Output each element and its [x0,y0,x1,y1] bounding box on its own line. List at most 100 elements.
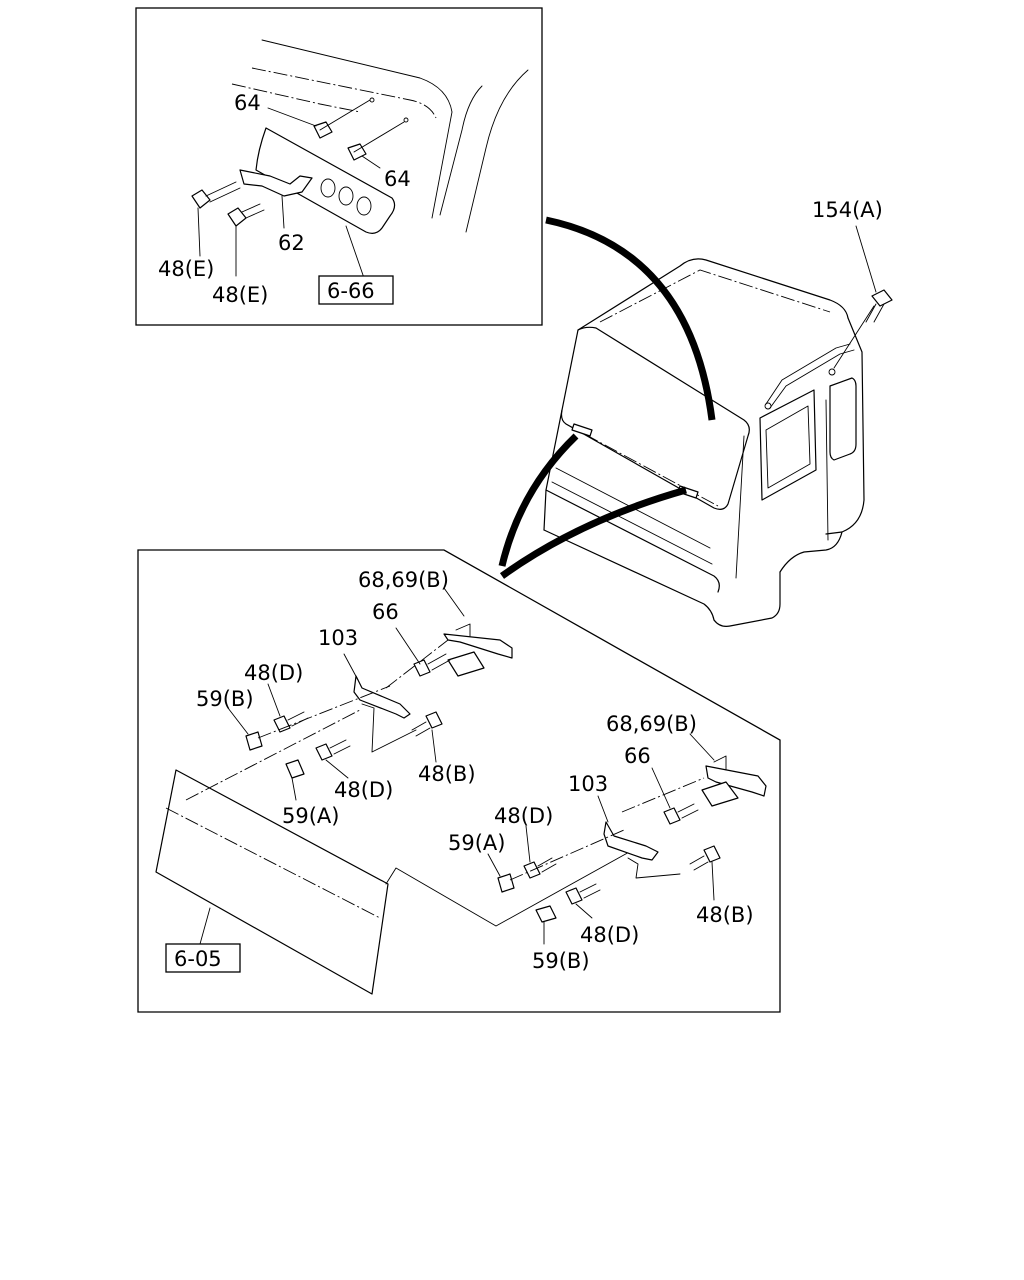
right-bracket-assembly: 68,69(B) 66 103 48(D) 59(A) 48(B) 48(D) … [448,712,767,973]
leader [487,853,501,877]
bottom-detail-frame [137,549,781,1013]
callout-103: 103 [318,626,358,650]
detail-connector-arc [545,216,716,421]
callout-66: 66 [372,600,399,624]
callout-64: 64 [384,167,411,191]
top-detail-panel: 64 64 62 48(E) 48(E) 6-66 [135,7,543,326]
ref-box-6-66 [318,275,394,305]
callout-59b: 59(B) [532,949,590,973]
cab-roof-dash [599,269,831,323]
corner-contour-outer [465,69,529,233]
door-window-inner [765,405,811,489]
front-panel [545,489,720,593]
leader [281,195,285,229]
mount-axis [621,777,705,813]
callout-48e: 48(E) [212,283,268,307]
windshield [560,326,750,510]
wheel-arch [779,531,843,573]
leader [267,107,317,127]
callout-59b: 59(B) [196,687,254,711]
lamp-lens [356,196,372,216]
callout-48e: 48(E) [158,257,214,281]
clip-axis [319,99,371,131]
bolt-axis [833,305,875,369]
leader [267,683,281,717]
hinge-plate [447,651,485,677]
leader [291,777,297,801]
leader [345,225,365,279]
grab-handle [765,343,851,405]
visor-edge-line [385,845,641,927]
callout-48d: 48(D) [494,804,553,828]
cab-marker-lamp [571,423,593,437]
hinge-68-69b [705,765,767,797]
callout-48b: 48(B) [696,903,754,927]
grab-handle [769,349,855,409]
callout-48d: 48(D) [244,661,303,685]
grille-line [551,481,713,565]
leader [597,795,609,823]
grab-handle-mount [828,368,836,376]
side-window [829,377,857,461]
bolt-48d [315,739,351,761]
sun-visor [155,769,389,995]
arm-bracket [627,857,681,879]
mount-axis [257,685,391,739]
callout-154a: 154(A) [812,198,883,222]
bolt-48b [689,845,721,871]
callout-48d: 48(D) [334,778,393,802]
bolt-66 [663,803,699,825]
cap-59a [497,873,515,893]
leader [651,767,671,809]
visor-dash [165,807,381,919]
cab-bottom [713,571,781,627]
roof-centerline [251,67,437,119]
mount-axis [509,829,625,881]
callout-66: 66 [624,744,651,768]
bolt-66 [413,653,451,677]
hole [369,97,375,103]
cap-59b [535,905,557,923]
lamp-lens [338,186,354,206]
leader [199,907,211,945]
lamp-bracket [239,169,313,197]
callout-59a: 59(A) [448,831,505,855]
hole [403,117,409,123]
leader [711,861,715,901]
front-bumper [543,529,715,621]
clip-axis [353,121,405,153]
hinge-detail [455,623,471,637]
callout-68-69b: 68,69(B) [606,712,697,736]
door-window [759,389,817,501]
hinge-detail [713,755,727,771]
leader [395,627,421,665]
grab-handle-mount [764,402,772,410]
leader [197,207,201,257]
left-bracket-assembly: 68,69(B) 66 103 48(D) 59(B) 48(B) 48(D) … [196,568,513,828]
marker-lamp-body [255,127,396,234]
bottom-detail-panel: 68,69(B) 66 103 48(D) 59(B) 48(B) 48(D) … [137,549,781,1013]
mount-centerline [231,83,361,113]
cab-side [825,317,865,535]
arm-bracket [361,703,417,753]
ref-6-05: 6-05 [174,947,222,971]
leader [689,733,715,761]
door-edge-rear [825,399,829,541]
cab-illustration: 154(A) [498,198,893,627]
hinge-68-69b [443,633,513,659]
leader [431,729,437,763]
callout-48d: 48(D) [580,923,639,947]
bolt-48d [565,883,601,905]
bolt-48d [273,711,309,733]
detail-connector-arc [498,433,579,567]
detail-connector-arc [499,486,687,579]
leader [343,653,359,681]
callout-103: 103 [568,772,608,796]
leader [855,225,877,293]
roof-contour [261,39,453,219]
ref-box-6-05 [165,943,241,973]
cab-roof [577,258,849,331]
ref-6-66: 6-66 [327,279,375,303]
callout-64: 64 [234,91,261,115]
